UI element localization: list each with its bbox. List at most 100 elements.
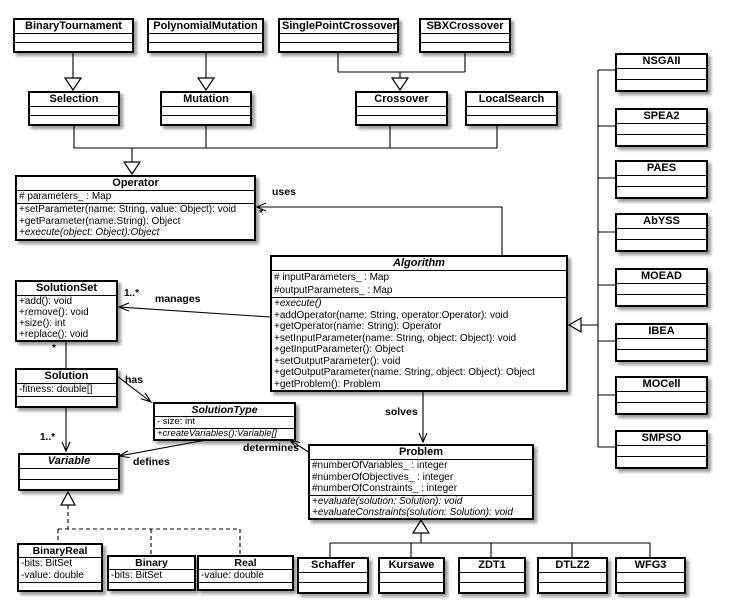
class-mutation: Mutation (160, 91, 252, 126)
methods-compartment (460, 582, 524, 592)
multiplicity-algorithm-operator: * (259, 208, 263, 219)
method: +getOperator(name: String): Operator (274, 321, 442, 332)
class-title: Crossover (374, 93, 429, 105)
methods-compartment (20, 479, 118, 489)
class-spea2: SPEA2 (615, 108, 708, 147)
class-abyss: AbYSS (615, 213, 708, 252)
class-zdt1: ZDT1 (458, 557, 526, 594)
association-algorithm-uses-operator (255, 202, 503, 256)
methods-compartment (467, 115, 556, 124)
methods-compartment (617, 402, 706, 413)
class-title: NSGAII (642, 55, 681, 67)
association-algorithm-solves-problem (418, 392, 428, 444)
attributes-compartment (357, 106, 446, 115)
method: +setOutputParameter(): void (274, 355, 401, 367)
class-algorithm: Algorithm # inputParameters_ : Map #outp… (270, 255, 568, 392)
attribute: #numberOfVariables_ : integer (312, 460, 448, 471)
attribute: # inputParameters_ : Map (274, 272, 390, 283)
class-polynomial-mutation: PolynomialMutation (147, 18, 264, 53)
generalization-metaheuristics-algorithm (567, 69, 615, 448)
association-solution-has-solutiontype (116, 375, 153, 404)
class-title: Mutation (183, 93, 229, 105)
class-sbx-crossover: SBXCrossover (419, 18, 511, 53)
class-ibea: IBEA (615, 323, 708, 362)
method: +add(): void (19, 296, 73, 307)
class-solution-set: SolutionSet +add(): void +remove(): void… (15, 280, 118, 342)
class-title: MOEAD (641, 270, 682, 282)
methods-compartment (617, 294, 706, 305)
attribute: # parameters_ : Map (19, 191, 112, 202)
methods-compartment (299, 582, 367, 592)
class-title: SBXCrossover (426, 20, 504, 32)
class-title: Binary (135, 557, 168, 569)
class-title: WFG3 (634, 559, 667, 571)
attributes-compartment: - size: int (155, 416, 294, 428)
class-title: Kursawe (388, 559, 435, 571)
class-mocell: MOCell (615, 376, 708, 415)
attributes-compartment: # inputParameters_ : Map #outputParamete… (272, 270, 566, 297)
attributes-compartment (617, 283, 706, 294)
methods-compartment (539, 582, 606, 592)
methods-compartment: +add(): void +remove(): void +size(): in… (17, 295, 116, 340)
label-manages: manages (155, 293, 201, 305)
attributes-compartment (617, 572, 684, 582)
attributes-compartment: #numberOfVariables_ : integer #numberOfO… (310, 459, 532, 495)
association-solution-variable (61, 407, 71, 453)
methods-compartment (617, 582, 684, 592)
method: +setParameter(name: String, value: Objec… (19, 204, 237, 215)
class-title: Operator (112, 177, 159, 189)
class-operator: Operator # parameters_ : Map +setParamet… (15, 175, 256, 241)
class-title: MOCell (642, 378, 681, 390)
association-algorithm-manages-solutionset (117, 302, 271, 318)
realization-encodings-variable (57, 490, 241, 555)
attributes-compartment (617, 228, 706, 239)
attributes-compartment (467, 106, 556, 115)
methods-compartment (617, 186, 706, 197)
methods-compartment (109, 582, 194, 589)
generalization-crossovers-crossover (337, 53, 466, 92)
class-problem: Problem #numberOfVariables_ : integer #n… (308, 444, 534, 520)
class-title: Algorithm (393, 257, 445, 269)
attributes-compartment (162, 106, 250, 115)
class-title: SolutionType (191, 404, 258, 416)
methods-compartment: +execute() +addOperator(name: String, op… (272, 297, 566, 390)
class-title: Real (234, 557, 257, 569)
methods-compartment (280, 42, 397, 51)
class-solution: Solution -fitness: double[] (15, 368, 118, 408)
methods-compartment (199, 582, 292, 589)
abstract-method: +execute(object: Object):Object (19, 227, 160, 238)
class-title: SolutionSet (35, 282, 98, 294)
class-moead: MOEAD (615, 268, 708, 307)
attributes-compartment (617, 338, 706, 349)
methods-compartment (617, 456, 706, 467)
method: +remove(): void (19, 307, 89, 318)
generalization-binarytournament-selection (63, 53, 83, 92)
class-binary: Binary -bits: BitSet (107, 555, 196, 591)
label-defines: defines (133, 456, 170, 468)
attribute: -fitness: double[] (19, 384, 93, 395)
method: +addOperator(name: String, operator:Oper… (274, 309, 509, 321)
methods-compartment: +evaluate(solution: Solution): void +eva… (310, 494, 532, 518)
label-solves: solves (385, 406, 418, 418)
methods-compartment (19, 582, 101, 590)
attribute: -value: double (21, 570, 84, 581)
class-wfg3: WFG3 (615, 557, 686, 594)
methods-compartment (17, 396, 116, 406)
class-title: Selection (49, 93, 99, 105)
class-title: ZDT1 (478, 559, 506, 571)
class-title: PolynomialMutation (153, 20, 258, 32)
attribute: #numberOfConstraints_ : integer (312, 483, 458, 494)
attribute: #outputParameters_ : Map (274, 285, 393, 296)
multiplicity-algorithm-solutionset: 1..* (124, 288, 140, 299)
class-title: PAES (646, 162, 677, 174)
attributes-compartment (617, 68, 706, 79)
attributes-compartment (20, 468, 118, 479)
attributes-compartment: -value: double (199, 569, 292, 582)
method: +getParameter(name:String): Object (19, 215, 181, 227)
abstract-method: +evaluateConstraints(solution: Solution)… (312, 506, 513, 518)
class-title: Solution (44, 370, 89, 382)
attributes-compartment (280, 33, 397, 42)
attributes-compartment (460, 572, 524, 582)
generalization-benchmarks-problem (329, 518, 651, 557)
class-title: LocalSearch (478, 93, 545, 105)
